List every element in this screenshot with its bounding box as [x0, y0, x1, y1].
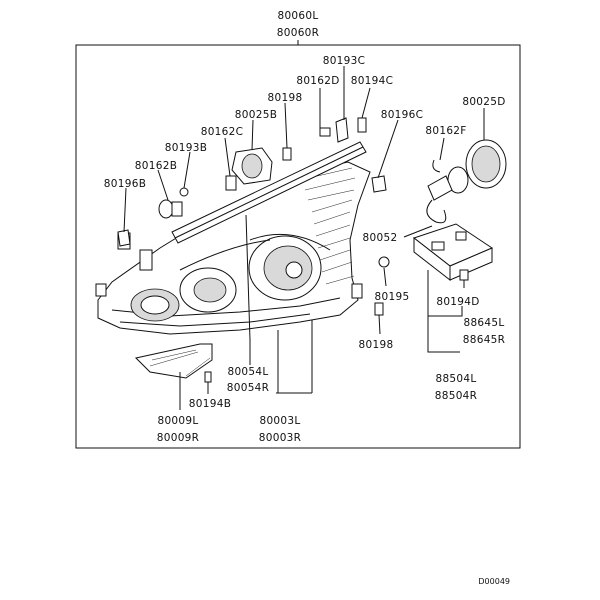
label-harness: 80052: [363, 232, 398, 244]
label-screw-198-top: 80198: [268, 92, 303, 104]
label-screw-b: 80194B: [189, 398, 231, 410]
label-bulb-f: 80162F: [425, 125, 466, 137]
label-bolt-195: 80195: [375, 291, 410, 303]
cover-c: [371, 175, 387, 193]
screw-b: [204, 371, 212, 383]
label-bulb-d: 80162D: [296, 75, 339, 87]
label-cap-b: 80025B: [235, 109, 277, 121]
screw-c: [357, 117, 367, 133]
screw-198-top: [282, 147, 292, 161]
bulb-d: [319, 127, 331, 137]
dust-cap-d: [465, 139, 507, 189]
label-unit-r: 88645R: [463, 334, 506, 346]
label-ballast-r: 88504R: [435, 390, 478, 402]
lower-bracket: [134, 343, 213, 379]
cover-b: [117, 229, 131, 247]
label-bracket-r: 80009R: [157, 432, 200, 444]
bolt-195: [378, 256, 390, 268]
socket-c: [225, 175, 237, 191]
bulb-socket-b: [179, 187, 189, 197]
screw-198-bottom: [374, 302, 384, 316]
headlamp-housing: [95, 161, 371, 335]
label-lens-r: 80003R: [259, 432, 302, 444]
label-bracket-b: 80193B: [165, 142, 207, 154]
label-screw-d: 80194D: [436, 296, 479, 308]
bulb-b: [158, 199, 174, 219]
moulding-strip: [171, 141, 367, 244]
label-bulb-b: 80162B: [135, 160, 177, 172]
dust-cap-b: [231, 147, 273, 185]
label-strip-r: 80054R: [227, 382, 270, 394]
bracket-c: [335, 117, 349, 143]
label-assembly-right: 80060R: [277, 27, 320, 39]
label-cover-b: 80196B: [104, 178, 146, 190]
label-ballast-l: 88504L: [435, 373, 476, 385]
leader-lines: [123, 66, 485, 410]
figure-code: D00049: [478, 577, 510, 586]
label-screw-198-bottom: 80198: [359, 339, 394, 351]
part-labels: 80193C 80162D 80194C 80198 80025B 80162C…: [104, 55, 506, 444]
label-screw-c: 80194C: [351, 75, 394, 87]
label-cap-d: 80025D: [462, 96, 505, 108]
label-bracket-c: 80193C: [323, 55, 366, 67]
label-cover-c: 80196C: [381, 109, 424, 121]
screw-d: [459, 269, 469, 281]
small-parts: [117, 117, 469, 383]
label-bracket-l: 80009L: [157, 415, 198, 427]
label-assembly-left: 80060L: [277, 10, 318, 22]
ballast-unit: [412, 223, 494, 282]
label-socket-c: 80162C: [201, 126, 244, 138]
label-unit-l: 88645L: [463, 317, 504, 329]
hid-bulb-assembly: [426, 159, 469, 224]
label-strip-l: 80054L: [227, 366, 268, 378]
label-lens-l: 80003L: [259, 415, 300, 427]
